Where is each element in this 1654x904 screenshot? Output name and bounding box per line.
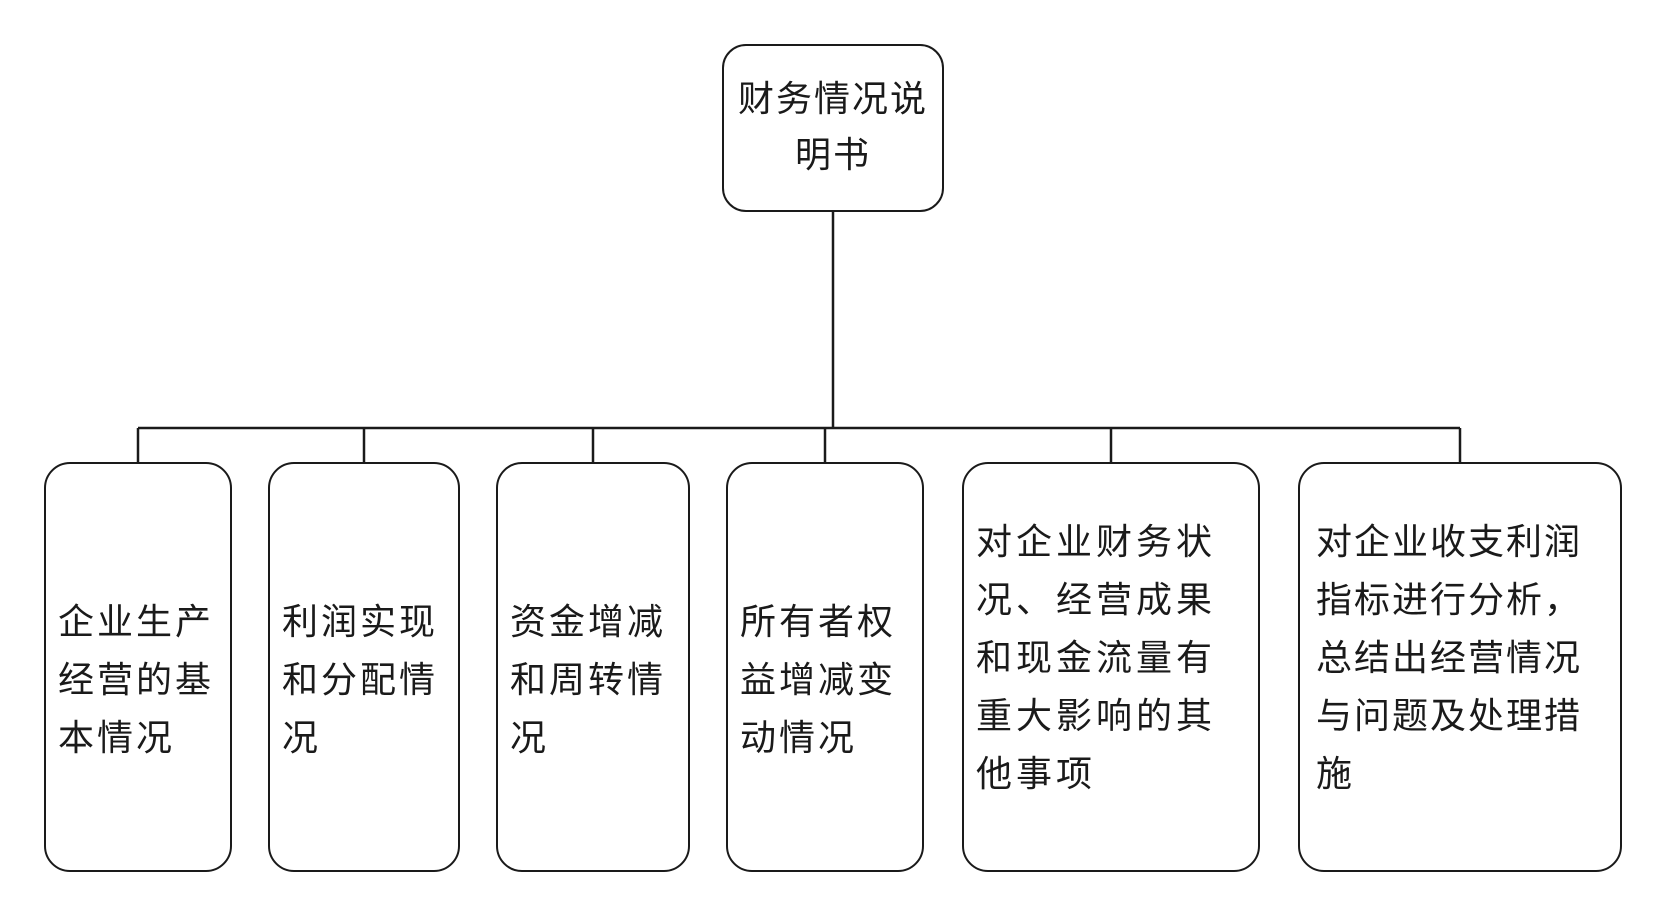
- child-node-label: 企业生产经营的基本情况: [58, 602, 215, 759]
- child-node-label: 资金增减和周转情况: [510, 602, 667, 759]
- child-node-label: 所有者权益增减变动情况: [740, 602, 897, 759]
- child-node-profit-distribution: 利润实现和分配情况: [268, 462, 460, 872]
- root-node-label: 财务情况说明书: [738, 79, 929, 176]
- child-node-label: 对企业财务状况、经营成果和现金流量有重大影响的其他事项: [976, 522, 1217, 795]
- child-node-fund-turnover: 资金增减和周转情况: [496, 462, 690, 872]
- child-node-label: 利润实现和分配情况: [282, 602, 439, 759]
- child-node-other-major-matters: 对企业财务状况、经营成果和现金流量有重大影响的其他事项: [962, 462, 1260, 872]
- child-node-label: 对企业收支利润指标进行分析，总结出经营情况与问题及处理措施: [1316, 522, 1583, 795]
- root-node: 财务情况说明书: [722, 44, 944, 212]
- child-node-indicator-analysis: 对企业收支利润指标进行分析，总结出经营情况与问题及处理措施: [1298, 462, 1622, 872]
- child-node-basic-operations: 企业生产经营的基本情况: [44, 462, 232, 872]
- child-node-equity-changes: 所有者权益增减变动情况: [726, 462, 924, 872]
